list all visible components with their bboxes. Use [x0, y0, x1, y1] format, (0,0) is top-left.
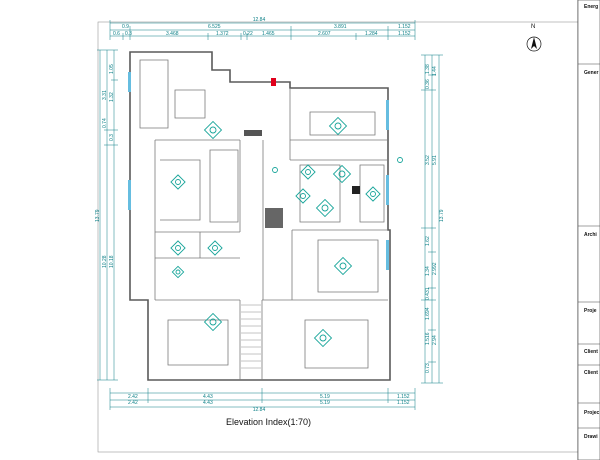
dim-left-inner-3: 10.18 [109, 255, 115, 268]
elevation-marker [170, 174, 186, 190]
dim-top-1-2: 3.891 [334, 24, 347, 30]
dim-right-inner-2: 3.52 [425, 155, 431, 165]
north-label: N [531, 24, 536, 30]
title-block-label: Drawi [584, 434, 598, 440]
red-marker [271, 78, 276, 86]
dim-right-inner-8: 0.73 [425, 363, 431, 373]
dim-top-2-0: 0.6 [113, 31, 120, 37]
dim-top-2-6: 2.607 [318, 31, 331, 37]
dim-right-inner-1: 0.36 [425, 79, 431, 89]
elevation-markers [170, 116, 403, 348]
title-block-label: Proje [584, 308, 597, 314]
dim-right-inner-6: 1.694 [425, 307, 431, 320]
drawing-title: Elevation Index(1:70) [226, 417, 312, 427]
stair-treads [241, 304, 261, 369]
column-block [352, 186, 360, 194]
title-block-label: Energ [584, 4, 599, 10]
dim-top-2-8: 1.152 [398, 31, 411, 37]
dim-bot-2-1: 4.43 [203, 400, 213, 406]
dim-left-inner-1: 1.32 [109, 92, 115, 102]
elevation-marker [332, 164, 352, 184]
dim-right-inner-5: 0.431 [425, 287, 431, 300]
elevation-marker [207, 240, 223, 256]
dim-top-2-2: 3.468 [166, 31, 179, 37]
dim-top-2-1: 0.3 [125, 31, 132, 37]
dim-top-overall: 12.84 [253, 17, 266, 23]
dim-bot-1-1: 4.43 [203, 394, 213, 400]
bottom-dimension-labels: 2.42 4.43 5.19 1.152 2.42 4.43 5.19 1.15… [128, 394, 410, 413]
dim-bot-overall: 12.84 [253, 407, 266, 413]
elevation-marker [365, 186, 381, 202]
north-arrow-icon [526, 36, 542, 52]
dim-right-inner-7: 1.516 [425, 332, 431, 345]
dim-top-2-4: 0.22 [243, 31, 253, 37]
dim-top-1-3: 1.152 [398, 24, 411, 30]
dim-bot-1-2: 5.19 [320, 394, 330, 400]
dim-left-inner-0: 1.05 [109, 64, 115, 74]
dim-right-mid-2: 2.992 [432, 262, 438, 275]
interior-walls [139, 59, 388, 380]
elevation-marker [300, 164, 316, 180]
dim-bot-2-2: 5.19 [320, 400, 330, 406]
elevation-marker [333, 256, 353, 276]
dim-left-inner-2: 0.3 [109, 134, 115, 141]
dim-right-mid-1: 5.91 [432, 155, 438, 165]
dim-top-1-1: 6.525 [208, 24, 221, 30]
dimension-lines [97, 20, 443, 410]
dim-bot-2-3: 1.152 [397, 400, 410, 406]
dim-left-outer-0: 13.79 [95, 209, 101, 222]
elevation-marker [170, 240, 186, 256]
dim-top-2-3: 1.372 [216, 31, 229, 37]
dim-bot-1-0: 2.42 [128, 394, 138, 400]
title-block-label: Gener [584, 70, 599, 76]
title-block-rows [578, 63, 600, 429]
elevation-marker [315, 198, 335, 218]
wall-block [244, 130, 262, 136]
windows [128, 72, 389, 270]
dim-left-mid-0: 3.31 [102, 90, 108, 100]
elevation-marker [397, 157, 403, 163]
dim-right-inner-3: 1.62 [425, 236, 431, 246]
dim-left-mid-2: 10.28 [102, 255, 108, 268]
title-block-label: Client [584, 370, 598, 376]
elevation-marker [203, 312, 223, 332]
dim-top-1-0: 0.9 [122, 24, 129, 30]
title-block-label: Projec [584, 410, 600, 416]
left-dimension-labels: 13.79 3.31 0.74 10.28 1.05 1.32 0.3 10.1… [95, 64, 115, 268]
elevation-marker [313, 328, 333, 348]
dim-right-inner-0: 1.38 [425, 64, 431, 74]
elevation-marker [272, 167, 278, 173]
dim-right-mid-3: 2.94 [432, 335, 438, 345]
elevation-marker [171, 265, 185, 279]
sheet-border [97, 21, 579, 453]
elevation-marker [203, 120, 223, 140]
dim-right-inner-4: 1.34 [425, 266, 431, 276]
dim-left-mid-1: 0.74 [102, 118, 108, 128]
title-block-label: Archi [584, 232, 597, 238]
elevation-marker [295, 188, 311, 204]
elevation-marker [328, 116, 348, 136]
exterior-walls [129, 51, 391, 381]
title-block [577, 0, 600, 460]
dim-right-mid-0: 1.44 [432, 66, 438, 76]
dim-top-2-5: 1.465 [262, 31, 275, 37]
dim-top-2-7: 1.284 [365, 31, 378, 37]
title-block-label: Client [584, 349, 598, 355]
dim-right-outer-0: 13.79 [439, 209, 445, 222]
wall-block [265, 208, 283, 228]
dim-bot-2-0: 2.42 [128, 400, 138, 406]
dim-bot-1-3: 1.152 [397, 394, 410, 400]
right-dimension-labels: 13.79 1.44 5.91 2.992 2.94 1.38 0.36 3.5… [425, 64, 445, 373]
top-dimension-labels: 12.84 0.9 6.525 3.891 1.152 0.6 0.3 3.46… [113, 17, 411, 37]
